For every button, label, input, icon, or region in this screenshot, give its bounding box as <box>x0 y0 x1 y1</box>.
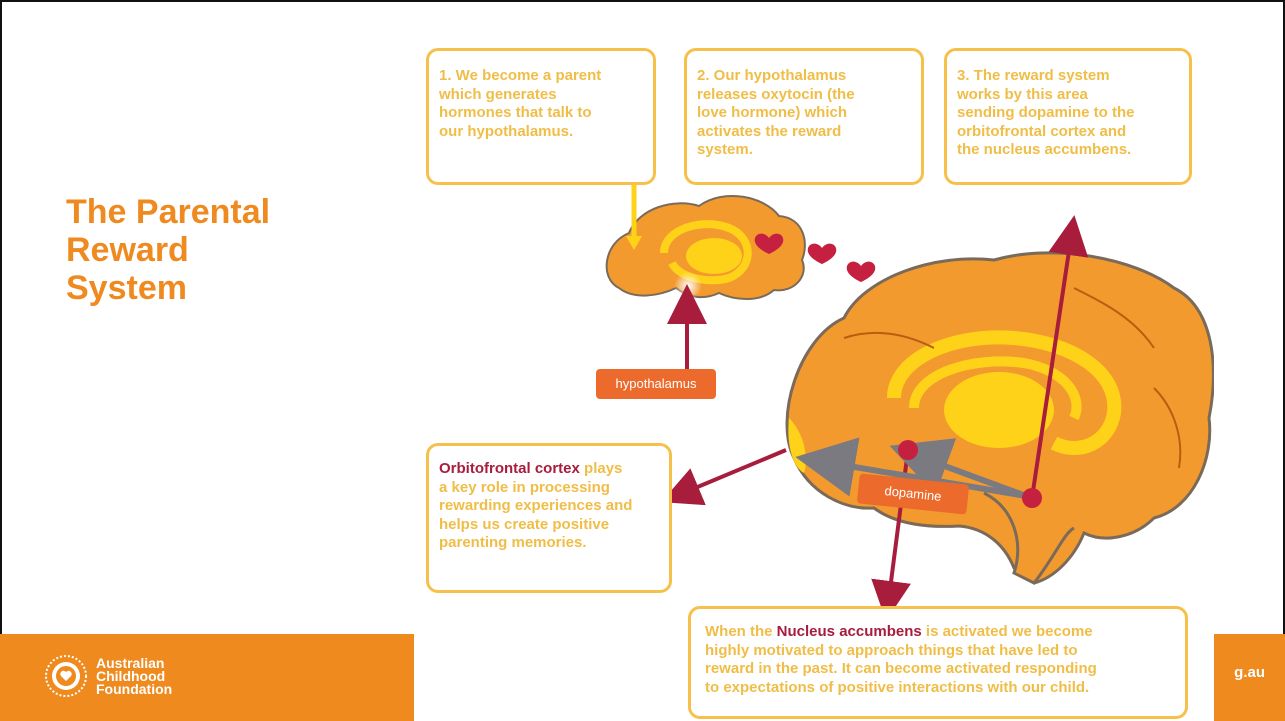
title-line-3: System <box>66 269 270 307</box>
orbitofrontal-box: Orbitofrontal cortex plays a key role in… <box>426 443 672 593</box>
orbitofrontal-term: Orbitofrontal cortex <box>439 460 580 477</box>
org-logo: Australian Childhood Foundation <box>44 654 172 698</box>
nucleus-dot <box>898 440 918 460</box>
footer-url[interactable]: g.au <box>1234 664 1265 681</box>
nucleus-accumbens-box: When the Nucleus accumbens is activated … <box>688 606 1188 719</box>
hypothalamus-label: hypothalamus <box>596 369 716 399</box>
slide-title: The Parental Reward System <box>66 193 270 307</box>
step-1-text: 1. We become a parent which generates ho… <box>439 67 643 141</box>
vta-dot <box>1022 488 1042 508</box>
step-3-box: 3. The reward system works by this area … <box>944 48 1192 185</box>
to-orbitofrontal-arrow <box>676 450 786 496</box>
org-name-line-3: Foundation <box>96 683 172 696</box>
nucleus-intro: When the <box>705 623 777 640</box>
step-2-text: 2. Our hypothalamus releases oxytocin (t… <box>697 67 911 160</box>
nucleus-term: Nucleus accumbens <box>777 623 922 640</box>
step-1-box: 1. We become a parent which generates ho… <box>426 48 656 185</box>
step-3-text: 3. The reward system works by this area … <box>957 67 1179 160</box>
title-line-2: Reward <box>66 231 270 269</box>
large-brain <box>787 253 1213 583</box>
title-line-1: The Parental <box>66 193 270 231</box>
step-2-box: 2. Our hypothalamus releases oxytocin (t… <box>684 48 924 185</box>
org-name: Australian Childhood Foundation <box>96 657 172 696</box>
nucleus-accumbens-text: When the Nucleus accumbens is activated … <box>705 623 1171 697</box>
reward-system-diagram: 1. We become a parent which generates ho… <box>414 38 1214 721</box>
orbitofrontal-text: Orbitofrontal cortex plays a key role in… <box>439 460 659 553</box>
sun-heart-logo-icon <box>44 654 88 698</box>
